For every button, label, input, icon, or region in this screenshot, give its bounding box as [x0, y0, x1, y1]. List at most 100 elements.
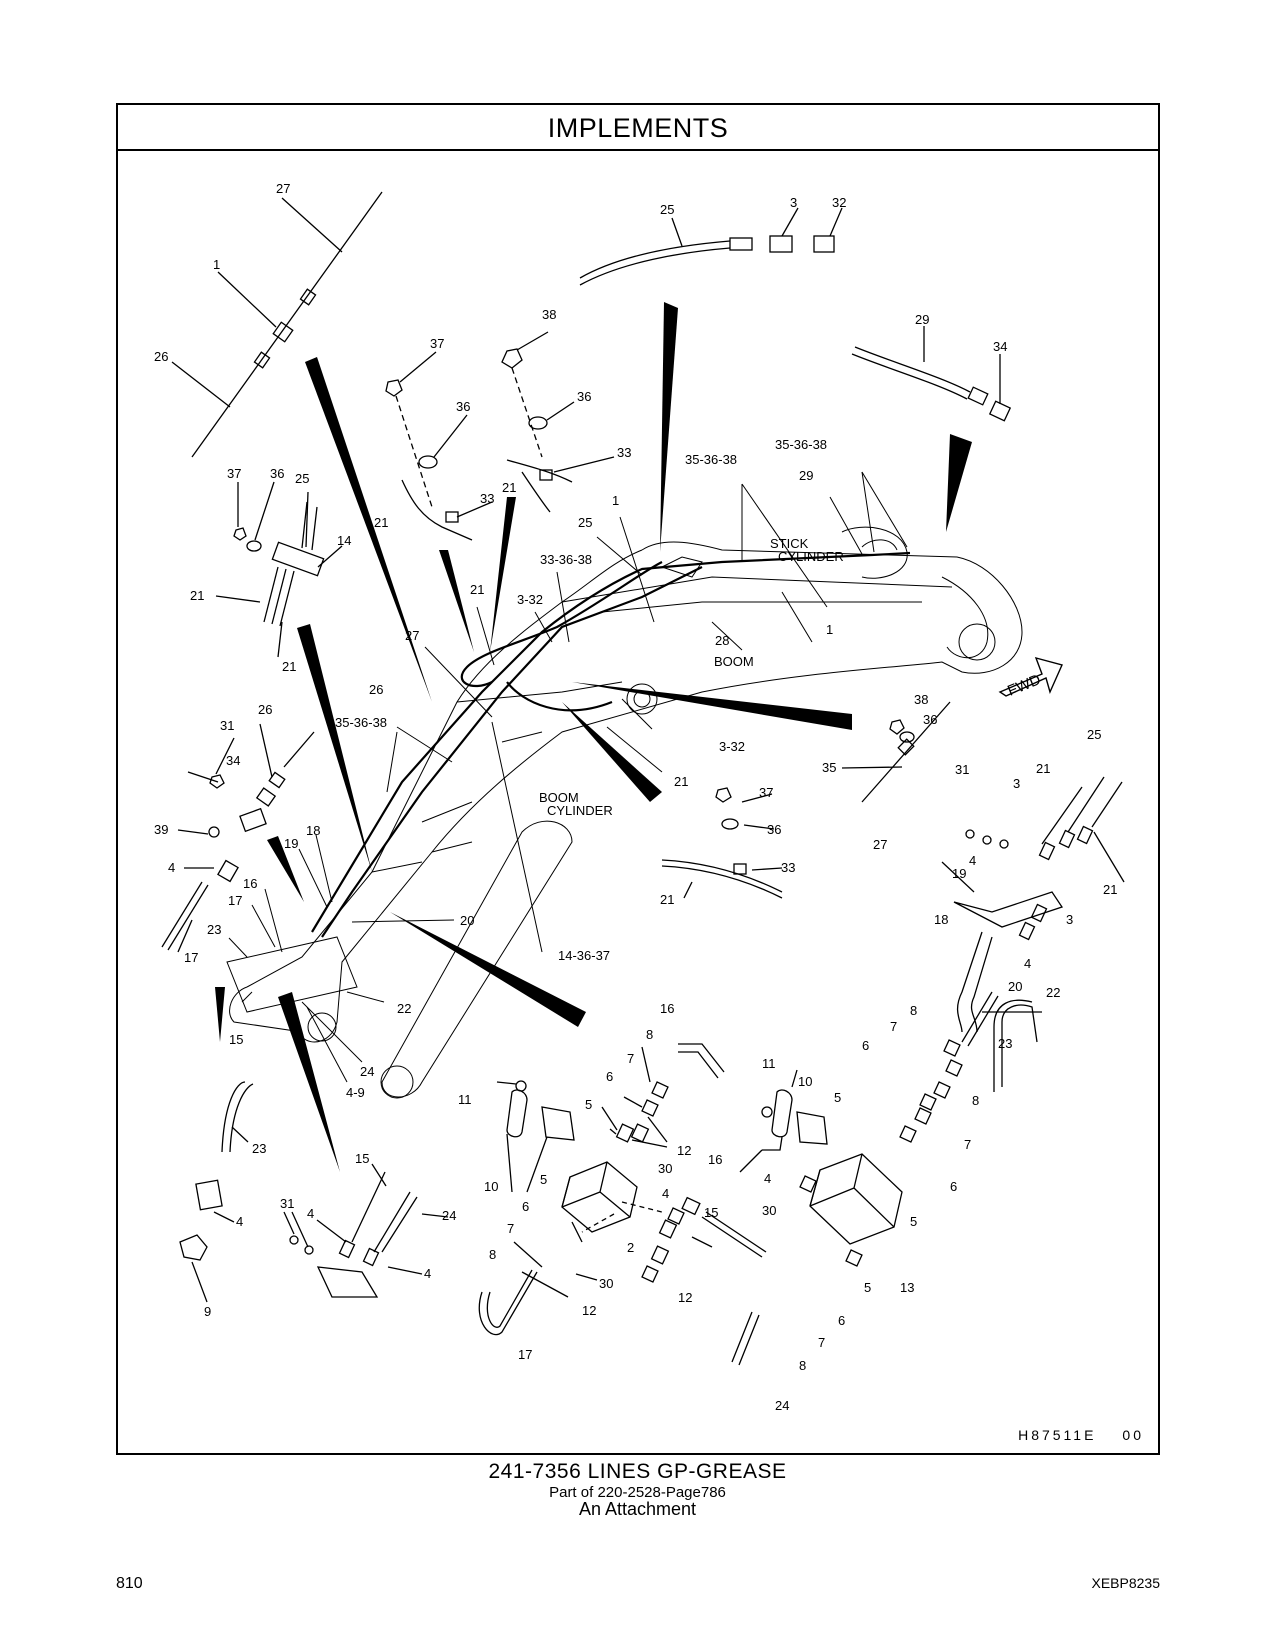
callout: 16: [243, 876, 257, 891]
callout: 39: [154, 822, 168, 837]
callout: 4: [662, 1186, 669, 1201]
callout: 36: [456, 399, 470, 414]
callout: 32: [832, 195, 846, 210]
callout: 21: [1103, 882, 1117, 897]
callout: 34: [993, 339, 1007, 354]
callout: 12: [678, 1290, 692, 1305]
stick-cylinder-label: STICK: [770, 536, 809, 551]
callout: 22: [1046, 985, 1060, 1000]
callout: 21: [282, 659, 296, 674]
callout: 17: [228, 893, 242, 908]
leader-lines: [228, 471, 908, 1083]
callout: 13: [900, 1280, 914, 1295]
callout: 30: [599, 1276, 613, 1291]
callout: 5: [910, 1214, 917, 1229]
callout: 29: [915, 312, 929, 327]
callout: 2: [627, 1240, 634, 1255]
forward-arrow-icon: [998, 656, 1063, 697]
callout: 5: [540, 1172, 547, 1187]
callout: 20: [460, 913, 474, 928]
callout: 23: [207, 922, 221, 937]
callout: 25: [1087, 727, 1101, 742]
callout: 33: [781, 860, 795, 875]
callout: 3-32: [517, 592, 543, 607]
callout: 35: [822, 760, 836, 775]
callout: 37: [759, 785, 773, 800]
callout: 3-32: [719, 739, 745, 754]
callout: 27: [405, 628, 419, 643]
callout: 36: [270, 466, 284, 481]
callout: 3: [1013, 776, 1020, 791]
callout: 5: [864, 1280, 871, 1295]
callout: 26: [258, 702, 272, 717]
callout: 14-36-37: [558, 948, 610, 963]
figure-caption-note: An Attachment: [578, 1499, 697, 1519]
callout: 26: [369, 682, 383, 697]
callout: 31: [220, 718, 234, 733]
boom-cylinder-label: BOOM: [539, 790, 579, 805]
callout: 5: [585, 1097, 592, 1112]
callout: 16: [660, 1001, 674, 1016]
callout: 3: [790, 195, 797, 210]
callout: 12: [677, 1143, 691, 1158]
callout: 10: [798, 1074, 812, 1089]
callout: 14: [337, 533, 351, 548]
callout: 20: [1008, 979, 1022, 994]
callout: 38: [542, 307, 556, 322]
callout: 6: [838, 1313, 845, 1328]
callout: 33-36-38: [540, 552, 592, 567]
figure-caption-subtitle: Part of 220-2528-Page786: [549, 1484, 726, 1501]
callout: 18: [306, 823, 320, 838]
callout: 17: [518, 1347, 532, 1362]
callout: 35-36-38: [335, 715, 387, 730]
callout: 36: [577, 389, 591, 404]
callout: 25: [578, 515, 592, 530]
callout: 1: [612, 493, 619, 508]
callout: 4-9: [346, 1085, 365, 1100]
callout: 27: [276, 181, 290, 196]
parts-illustration: 27 1 26 25 3 32 38 37 36 36 33 21 21 33 …: [154, 181, 1125, 1413]
callout: 5: [834, 1090, 841, 1105]
callout: 24: [442, 1208, 456, 1223]
callout: 25: [295, 471, 309, 486]
callout: 4: [307, 1206, 314, 1221]
callout: 17: [184, 950, 198, 965]
callout: 30: [658, 1161, 672, 1176]
callout: 15: [229, 1032, 243, 1047]
callout: 4: [764, 1171, 771, 1186]
callout: 23: [252, 1141, 266, 1156]
callout: 1: [826, 622, 833, 637]
callout: 19: [952, 866, 966, 881]
callout: 4: [236, 1214, 243, 1229]
callout: 3: [1066, 912, 1073, 927]
callout: 4: [424, 1266, 431, 1281]
callout: 38: [914, 692, 928, 707]
fwd-label: FWD: [1005, 671, 1043, 700]
callout: 34: [226, 753, 240, 768]
figure-caption-title: 241-7356 LINES GP-GREASE: [488, 1460, 787, 1483]
callout: 7: [964, 1137, 971, 1152]
callout: 26: [154, 349, 168, 364]
lower-parts: [179, 701, 1125, 1366]
boom-cylinder-label: CYLINDER: [547, 803, 613, 818]
callout: 23: [998, 1036, 1012, 1051]
callout: 16: [708, 1152, 722, 1167]
callout: 35-36-38: [685, 452, 737, 467]
callout: 33: [617, 445, 631, 460]
callout: 9: [204, 1304, 211, 1319]
callout: 7: [627, 1051, 634, 1066]
boom-outline: [226, 526, 1023, 1099]
callout: 6: [606, 1069, 613, 1084]
callout: 36: [923, 712, 937, 727]
callout-wedges: [215, 302, 972, 1172]
callout: 8: [972, 1093, 979, 1108]
grease-lines: [311, 551, 911, 938]
callout: 33: [480, 491, 494, 506]
callout: 31: [955, 762, 969, 777]
callout: 6: [522, 1199, 529, 1214]
figure-frame: IMPLEMENTS: [116, 103, 1160, 1455]
figure-ref-code: H87511E: [1018, 1427, 1097, 1443]
callout: 28: [715, 633, 729, 648]
callout: 8: [910, 1003, 917, 1018]
callout: 35-36-38: [775, 437, 827, 452]
